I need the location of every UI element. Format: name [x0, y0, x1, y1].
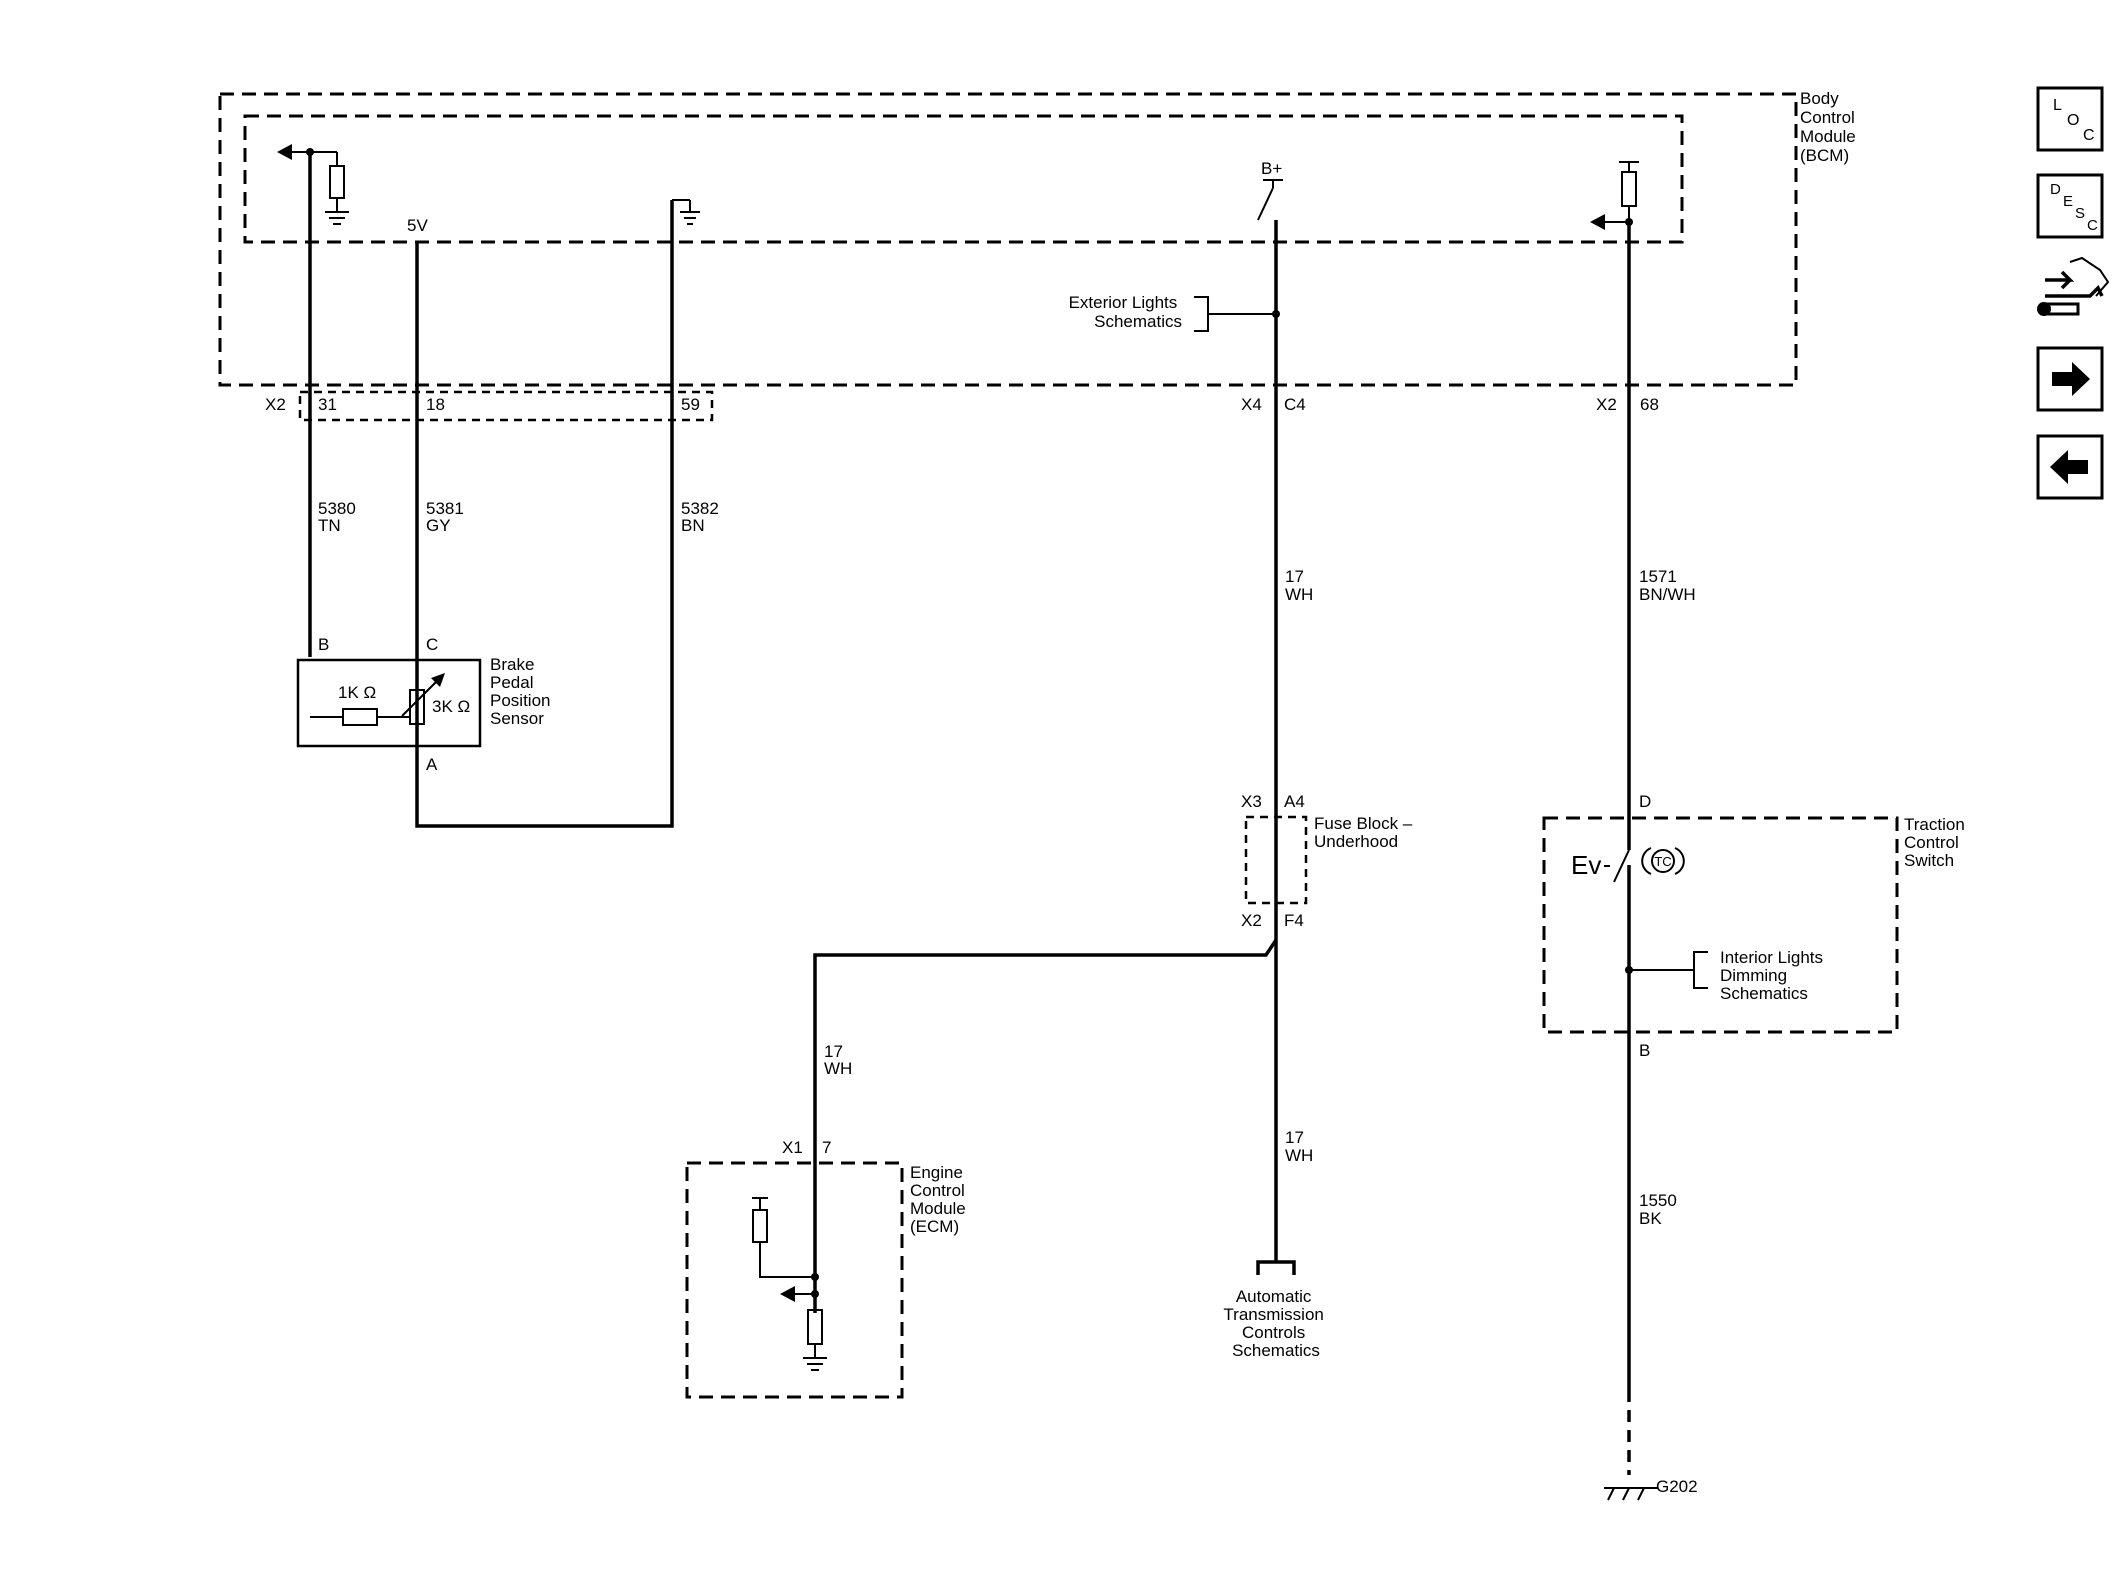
wire-label-1550: 1550 BK: [1639, 1191, 1682, 1228]
wire-label-5380: 5380 TN: [318, 499, 361, 535]
ev-label: Ev: [1571, 850, 1601, 880]
switch-contact-icon: [1257, 187, 1274, 221]
traction-switch-label: Traction Control Switch: [1904, 815, 1970, 870]
pin-label: A: [426, 755, 438, 774]
wire-label-17c: 17 WH: [1285, 1128, 1313, 1165]
pullup-resistor-icon: [752, 1209, 768, 1243]
pullup-resistor-icon: [1621, 171, 1637, 207]
wire-label-5381: 5381 GY: [426, 499, 469, 535]
tc-label: TC: [1654, 854, 1671, 869]
pulldown-resistor-icon: [807, 1309, 823, 1345]
connector-label: X3: [1241, 792, 1262, 811]
pin-label: 7: [822, 1138, 831, 1157]
ground-label: G202: [1656, 1477, 1698, 1496]
pin-label: B: [1639, 1041, 1650, 1060]
five-volt-label: 5V: [407, 216, 428, 235]
wire-label-17b: 17 WH: [824, 1042, 852, 1078]
nav-letter: L: [2053, 97, 2062, 114]
wire-label-1571: 1571 BN/WH: [1639, 567, 1696, 604]
ecm-label: Engine Control Module (ECM): [910, 1163, 971, 1236]
signal-arrow-icon: [277, 144, 292, 160]
exterior-lights-ref[interactable]: Exterior Lights Schematics: [1069, 293, 1182, 331]
connector-label: X2: [265, 395, 286, 414]
pin-label: C: [426, 635, 438, 654]
bcm-label: Body Control Module (BCM): [1800, 89, 1861, 165]
brake-pedal-position-sensor: B C A 1K Ω 3K Ω Brake Pedal Position Sen…: [296, 635, 555, 774]
nav-letter: C: [2083, 127, 2095, 144]
interior-lights-dimming-ref[interactable]: Interior Lights Dimming Schematics: [1720, 948, 1828, 1003]
wire-label-5382: 5382 BN: [681, 499, 724, 535]
svg-text:Automatic Transmission: Automatic Transmission Controls Schemati…: [1223, 1287, 1328, 1360]
nav-letter: O: [2067, 112, 2079, 129]
bcm-x2-connector: [298, 390, 714, 422]
pin-label: B: [318, 635, 329, 654]
pin-label: C4: [1284, 395, 1306, 414]
ground-icon: [680, 211, 700, 225]
ground-g202: G202: [1604, 1477, 1698, 1501]
fuse-block-underhood: X3 A4 X2 F4 Fuse Block – Underhood: [1241, 792, 1417, 930]
traction-control-switch: D B Traction Control Switch Ev TC Interi…: [1542, 792, 1970, 1060]
connector-label: X2: [1241, 911, 1262, 930]
pin-label: 59: [681, 395, 700, 414]
pullup-resistor-icon: [329, 165, 345, 199]
connector-label: X2: [1596, 395, 1617, 414]
previous-page-button[interactable]: [2036, 434, 2104, 500]
location-view-button[interactable]: L O C: [2036, 86, 2104, 152]
brake-sensor-label: Brake Pedal Position Sensor: [490, 655, 555, 728]
pin-label: 18: [426, 395, 445, 414]
nav-letter: S: [2075, 205, 2085, 222]
resistor-value: 3K Ω: [432, 697, 470, 716]
bplus-label: B+: [1261, 159, 1282, 178]
engine-control-module: X1 7 Engine Control Module (ECM): [685, 1138, 971, 1399]
nav-letter: E: [2063, 193, 2073, 210]
pin-label: D: [1639, 792, 1651, 811]
signal-arrow-icon: [1590, 214, 1605, 230]
fuse-block-label: Fuse Block – Underhood: [1314, 814, 1417, 851]
wires: [308, 152, 1631, 1475]
ground-icon: [803, 1357, 827, 1371]
wiper-arrow-icon: [431, 673, 445, 687]
arrow-left-icon: [2050, 450, 2088, 484]
nav-letter: C: [2087, 217, 2098, 234]
traction-control-icon: TC: [1641, 847, 1685, 875]
pin-label: 68: [1640, 395, 1659, 414]
ground-icon: [325, 211, 349, 225]
description-view-button[interactable]: D E S C: [2036, 173, 2104, 239]
wire-label-17a: 17 WH: [1285, 567, 1313, 604]
automatic-transmission-ref[interactable]: Automatic Transmission Controls Schemati…: [1223, 1260, 1328, 1360]
arrow-right-icon: [2052, 362, 2090, 396]
bcm-module: Body Control Module (BCM) 5V B+: [218, 89, 1861, 387]
resistor-icon: [342, 708, 378, 726]
switch-contact-icon: [1613, 849, 1630, 883]
pin-label: 31: [318, 395, 337, 414]
nav-letter: D: [2050, 181, 2061, 198]
pin-label: F4: [1284, 911, 1304, 930]
signal-arrow-icon: [780, 1286, 795, 1302]
connector-label: X4: [1241, 395, 1262, 414]
connector-repair-icon[interactable]: [2037, 256, 2110, 316]
pin-label: A4: [1284, 792, 1305, 811]
next-page-button[interactable]: [2036, 346, 2104, 412]
connector-label: X1: [782, 1138, 803, 1157]
resistor-value: 1K Ω: [338, 683, 376, 702]
